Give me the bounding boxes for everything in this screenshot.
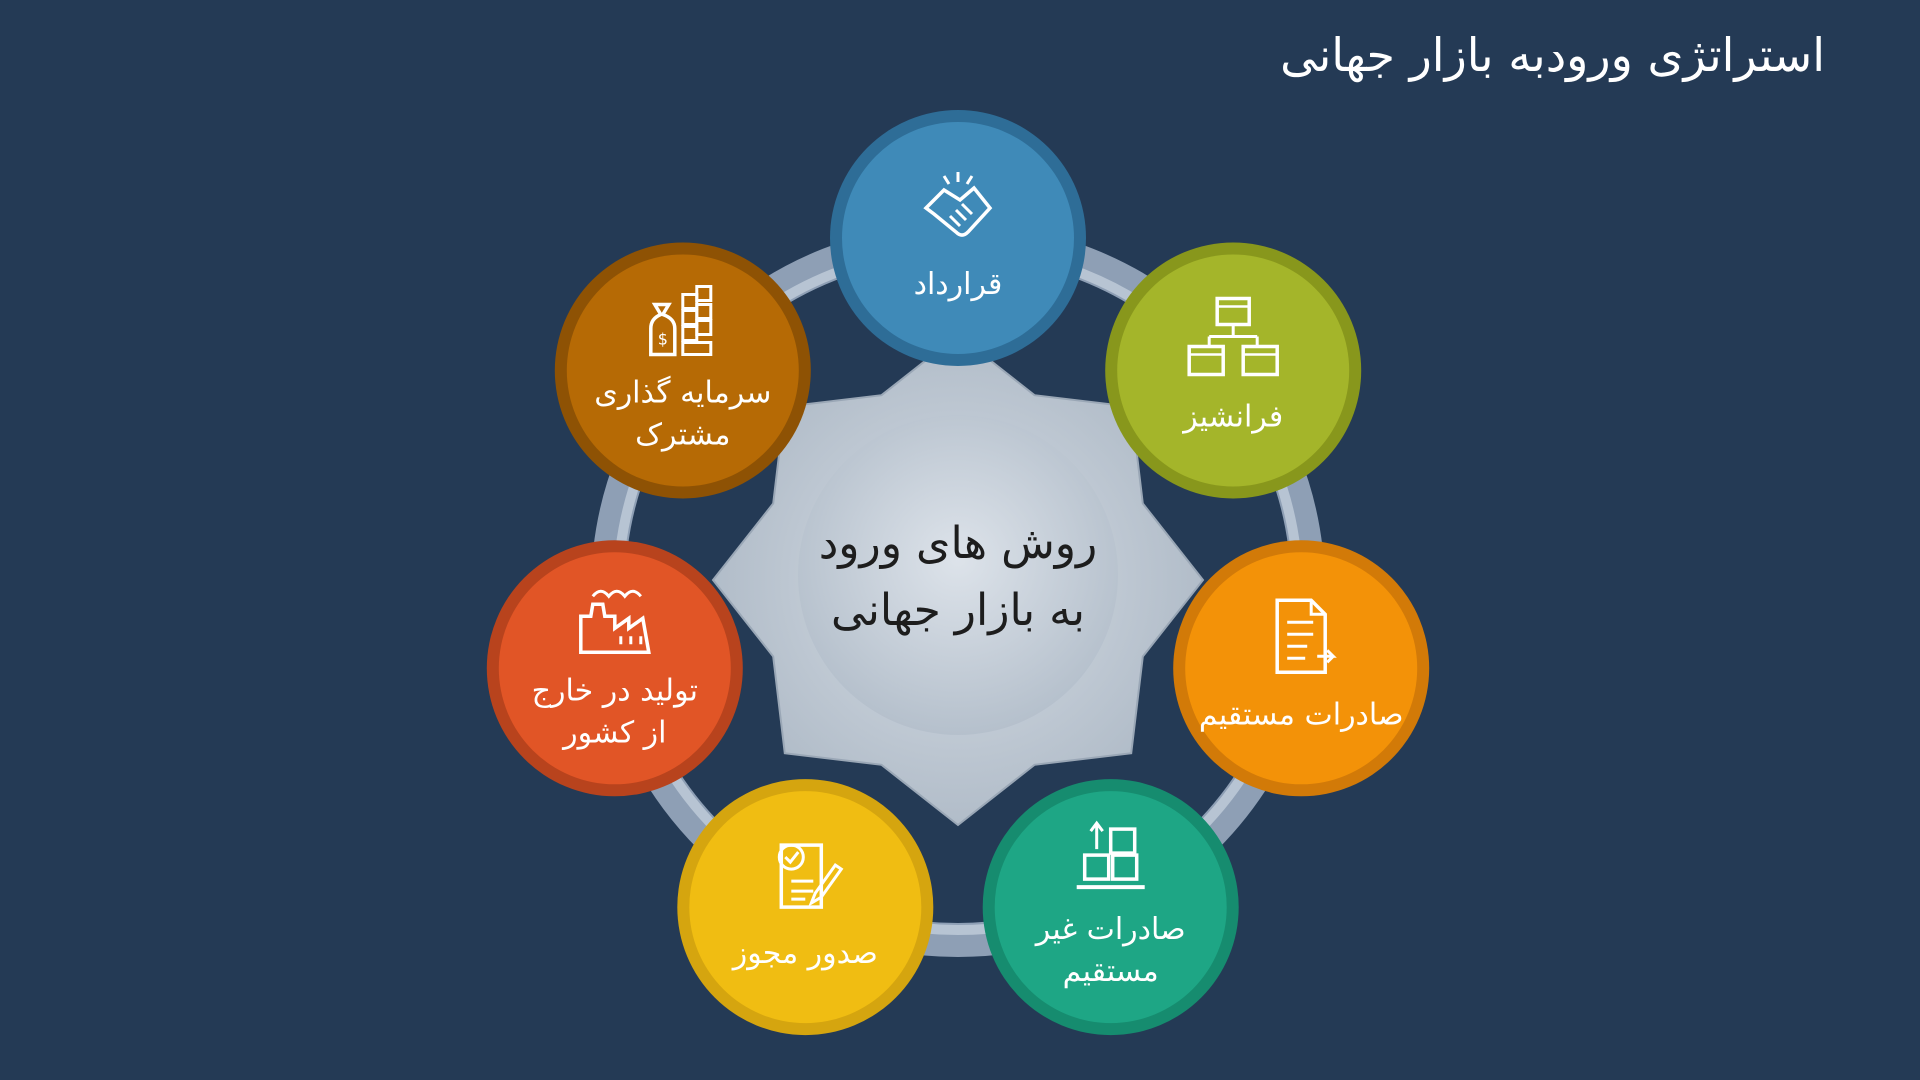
- node-direct-export-disc: [1185, 552, 1418, 785]
- node-joint-venture-label-1: سرمایه گذاری: [594, 376, 771, 411]
- center-title-line-1: روش های ورود: [819, 518, 1098, 569]
- node-franchise: فرانشیز: [1105, 242, 1362, 499]
- investment-money-icon: $: [649, 285, 713, 357]
- node-joint-venture: $ سرمایه گذاری مشترک: [554, 242, 811, 499]
- license-document-icon: [777, 843, 844, 909]
- node-indirect-export-disc: [994, 791, 1227, 1024]
- node-foreign-production-label-1: تولید در خارج: [532, 673, 698, 708]
- node-franchise-label-1: فرانشیز: [1181, 400, 1283, 435]
- node-contract: قرارداد: [830, 110, 1086, 366]
- node-indirect-export-label-1: صادرات غیر: [1034, 912, 1186, 947]
- node-foreign-production-disc: [498, 552, 731, 785]
- node-contract-label-1: قرارداد: [914, 267, 1003, 302]
- page-title: استراتژی ورودبه بازار جهانی: [1280, 28, 1825, 82]
- node-licensing-label-1: صدور مجوز: [731, 936, 878, 971]
- node-indirect-export-label-2: مستقیم: [1063, 954, 1159, 989]
- export-document-icon: [1275, 598, 1337, 675]
- node-direct-export: صادرات مستقیم: [1173, 540, 1430, 797]
- node-joint-venture-label-2: مشترک: [635, 418, 730, 453]
- franchise-stores-icon: [1187, 296, 1279, 377]
- node-direct-export-label-1: صادرات مستقیم: [1199, 697, 1404, 732]
- node-indirect-export: صادرات غیر مستقیم: [982, 779, 1239, 1036]
- boxes-export-icon: [1076, 820, 1145, 890]
- node-licensing: صدور مجوز: [677, 779, 934, 1036]
- node-contract-disc: [842, 122, 1074, 354]
- center-title-line-2: به بازار جهانی: [831, 585, 1085, 636]
- node-foreign-production-label-2: از کشور: [561, 715, 666, 750]
- node-franchise-disc: [1117, 254, 1350, 487]
- handshake-icon: [923, 172, 993, 237]
- node-joint-venture-disc: [566, 254, 799, 487]
- factory-icon: [579, 589, 651, 655]
- center-disc: [798, 415, 1118, 735]
- node-foreign-production: تولید در خارج از کشور: [486, 540, 743, 797]
- svg-text:$: $: [658, 330, 668, 349]
